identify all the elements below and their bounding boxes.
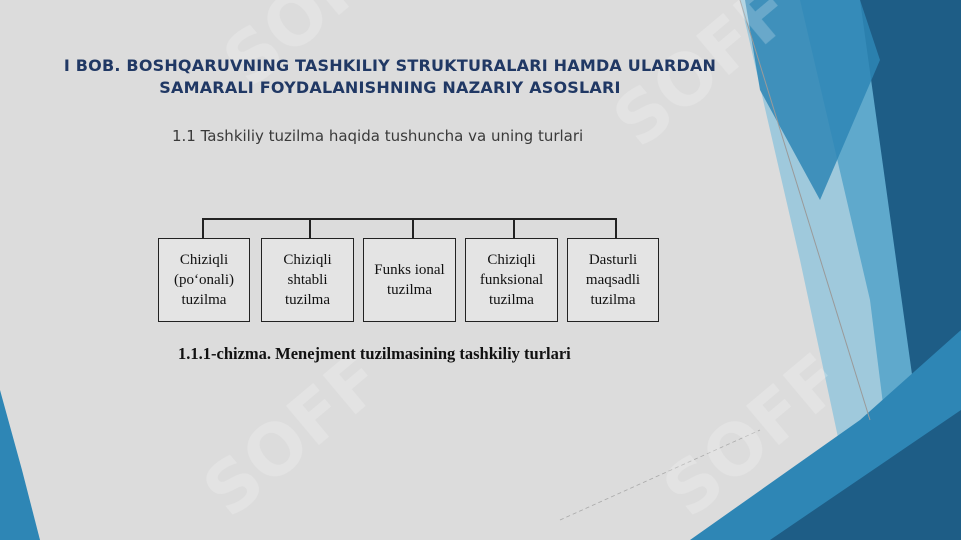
- diagram-box-program-target: Dasturli maqsadli tuzilma: [567, 238, 659, 322]
- diagram-box-linear-staff: Chiziqli shtabli tuzilma: [261, 238, 354, 322]
- diagram-connector: [412, 218, 414, 238]
- bg-triangle-bottom-dark: [770, 410, 961, 540]
- diagram-caption: 1.1.1-chizma. Menejment tuzilmasining ta…: [178, 344, 571, 363]
- diagram-connector: [615, 218, 617, 238]
- diagram-box-functional: Funks ional tuzilma: [363, 238, 456, 322]
- bg-thin-line: [739, 0, 871, 421]
- bg-thin-line-2: [559, 429, 761, 521]
- diagram-connector: [513, 218, 515, 238]
- diagram-top-connector: [202, 218, 616, 220]
- diagram-connector: [202, 218, 204, 238]
- diagram-box-linear: Chiziqli (poʻonali) tuzilma: [158, 238, 250, 322]
- bg-left-shape: [0, 390, 40, 540]
- slide-title: I BOB. BOSHQARUVNING TASHKILIY STRUKTURA…: [63, 56, 717, 97]
- diagram-connector: [309, 218, 311, 238]
- diagram-box-linear-functional: Chiziqli funksional tuzilma: [465, 238, 558, 322]
- bg-triangle-top: [745, 0, 880, 200]
- slide-subtitle: 1.1 Tashkiliy tuzilma haqida tushuncha v…: [172, 127, 584, 145]
- svg-text:SOFF: SOFF: [188, 338, 398, 533]
